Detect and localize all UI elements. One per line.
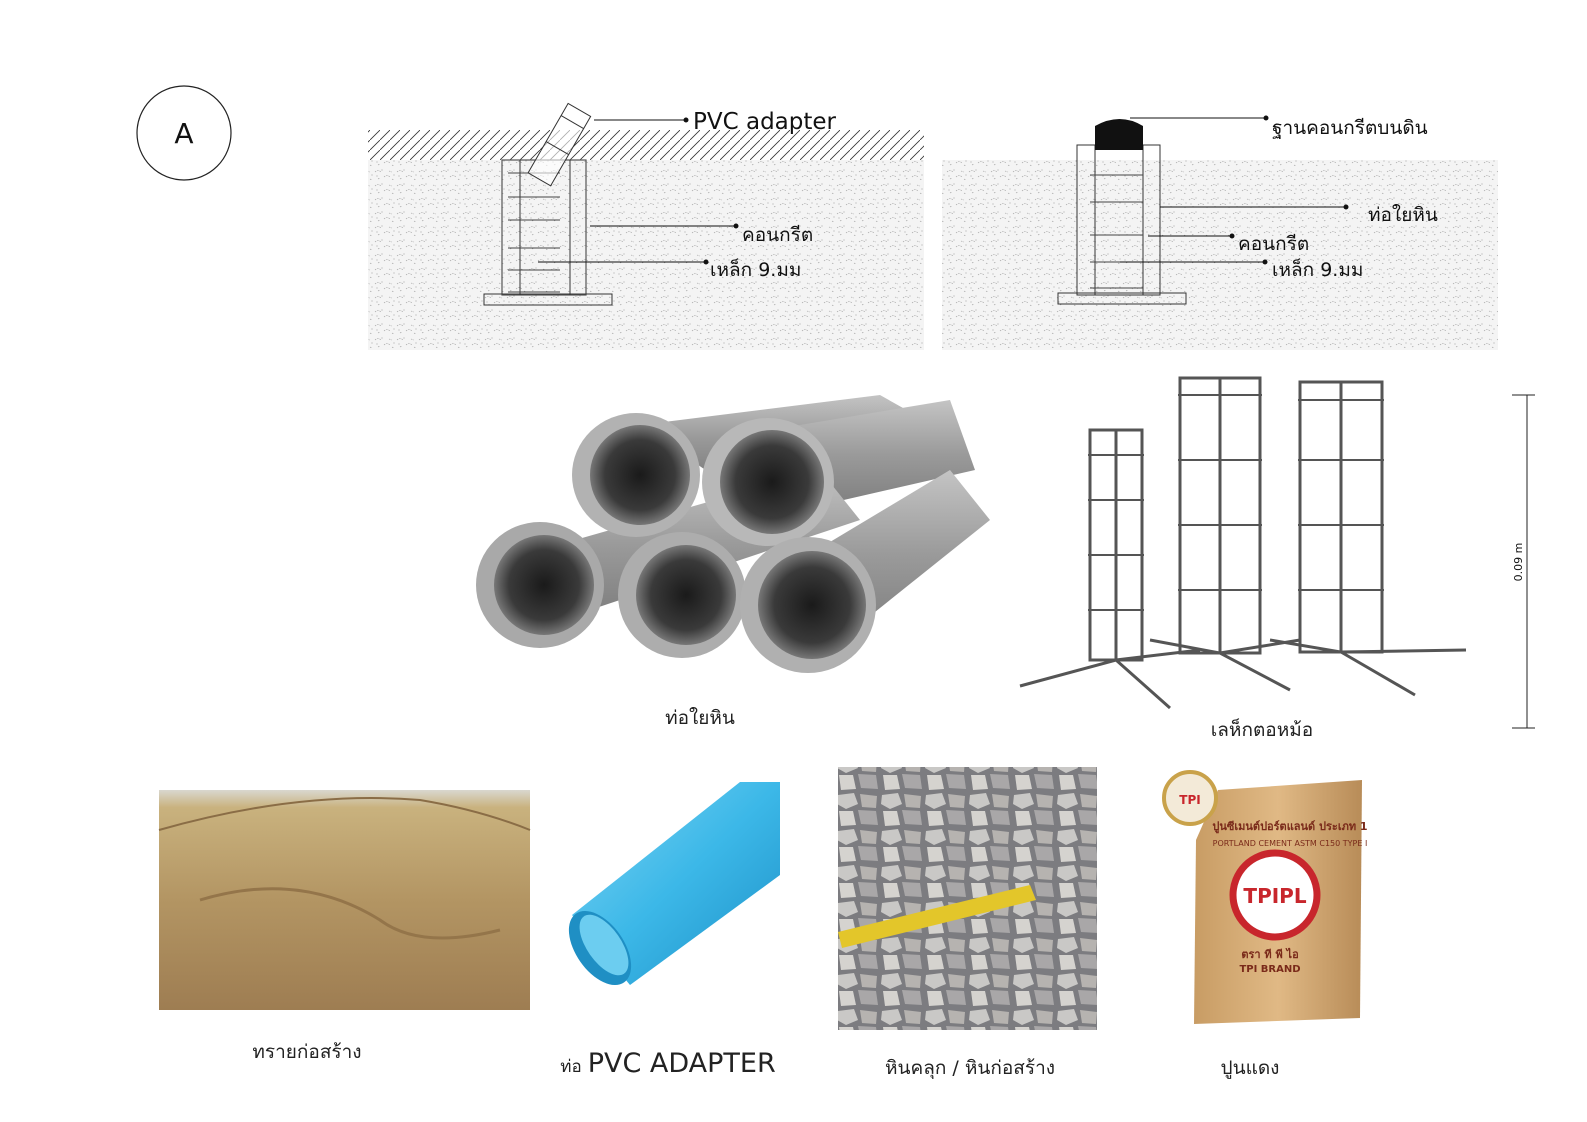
label-rebar: เหล็ก 9.มม bbox=[710, 257, 801, 281]
pvc-adapter-shape bbox=[527, 102, 592, 187]
caption-rebar: เลห็กตอหม้อ bbox=[1211, 717, 1313, 741]
photo-pvc-pipe bbox=[568, 782, 780, 986]
diagram-pvc-adapter-footing: PVC adapter คอนกรีต เหล็ก 9.มม bbox=[368, 102, 924, 350]
svg-text:TPI BRAND: TPI BRAND bbox=[1239, 964, 1300, 975]
caption-asbestos-pipes: ท่อใยหิน bbox=[665, 707, 735, 729]
tape-measure bbox=[838, 885, 1036, 948]
label-concrete: คอนกรีต bbox=[1238, 233, 1309, 255]
brand-logo bbox=[1162, 770, 1218, 826]
svg-text:TPI: TPI bbox=[1179, 793, 1200, 807]
photo-cement-bag: TPI ปูนซีเมนต์ปอร์ตแลนด์ ประเภท 1 PORTLA… bbox=[1162, 770, 1368, 1024]
caption-sand: ทรายก่อสร้าง bbox=[252, 1041, 361, 1063]
svg-text:PORTLAND CEMENT ASTM C150 TYPE: PORTLAND CEMENT ASTM C150 TYPE I bbox=[1213, 839, 1368, 848]
concrete-cap bbox=[1095, 119, 1143, 150]
dimension-label: 0.09 m bbox=[1512, 543, 1525, 582]
photo-asbestos-pipes bbox=[476, 395, 990, 673]
photo-gravel bbox=[838, 767, 1097, 1030]
svg-text:ตรา ที พี ไอ: ตรา ที พี ไอ bbox=[1241, 947, 1298, 961]
label-concrete-base: ฐานคอนกรีตบนดิน bbox=[1272, 117, 1428, 139]
caption-pvc-prefix: ท่อ bbox=[560, 1057, 581, 1077]
photo-sand bbox=[158, 790, 531, 1010]
caption-pvc-main: PVC ADAPTER bbox=[588, 1048, 776, 1079]
diagram-asbestos-pipe-footing: ฐานคอนกรีตบนดิน ท่อใยหิน คอนกรีต เหล็ก 9… bbox=[942, 115, 1498, 350]
caption-gravel: หินคลุก / หินก่อสร้าง bbox=[885, 1057, 1055, 1080]
section-marker: A bbox=[136, 85, 232, 181]
label-concrete: คอนกรีต bbox=[742, 224, 813, 246]
label-rebar: เหล็ก 9.มม bbox=[1272, 257, 1363, 281]
svg-text:ปูนซีเมนต์ปอร์ตแลนด์ ประเภท 1: ปูนซีเมนต์ปอร์ตแลนด์ ประเภท 1 bbox=[1212, 820, 1367, 834]
caption-pvc: ท่อ PVC ADAPTER bbox=[560, 1048, 776, 1079]
label-asbestos-pipe: ท่อใยหิน bbox=[1368, 204, 1438, 226]
svg-text:TPIPL: TPIPL bbox=[1243, 884, 1306, 908]
photo-rebar-cages bbox=[1019, 376, 1467, 710]
label-pvc-adapter: PVC adapter bbox=[693, 109, 837, 135]
dimension-line bbox=[1512, 394, 1535, 729]
section-letter: A bbox=[174, 117, 193, 150]
caption-cement: ปูนแดง bbox=[1221, 1057, 1280, 1079]
